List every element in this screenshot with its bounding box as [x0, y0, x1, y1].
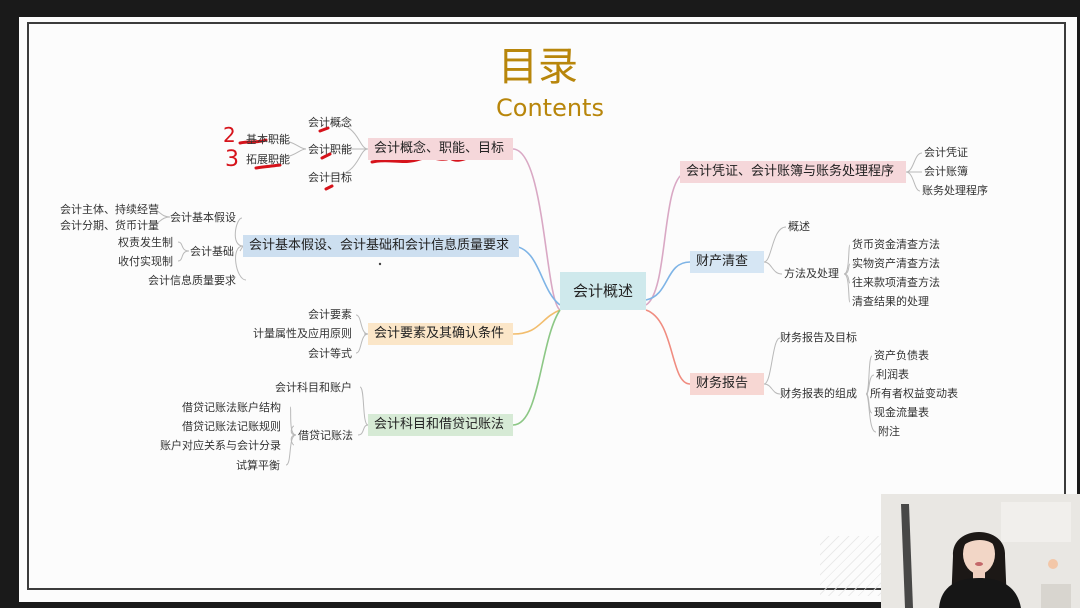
node-accrual-basis[interactable]: 权责发生制: [118, 236, 173, 249]
node-entity-going-concern[interactable]: 会计主体、持续经营: [60, 203, 159, 216]
node-result-handling[interactable]: 清查结果的处理: [852, 295, 929, 308]
node-ledger[interactable]: 会计账簿: [924, 165, 968, 178]
node-statements[interactable]: 财务报表的组成: [780, 387, 857, 400]
node-methods[interactable]: 方法及处理: [784, 267, 839, 280]
node-equation[interactable]: 会计等式: [308, 347, 352, 360]
presenter-image: [881, 494, 1080, 608]
node-voucher[interactable]: 会计凭证: [924, 146, 968, 159]
node-report-goal[interactable]: 财务报告及目标: [780, 331, 857, 344]
node-trial-balance[interactable]: 试算平衡: [236, 459, 280, 472]
node-account-structure[interactable]: 借贷记账法账户结构: [182, 401, 281, 414]
node-entry-rules[interactable]: 借贷记账法记账规则: [182, 420, 281, 433]
node-extended-function[interactable]: 拓展职能: [246, 153, 290, 166]
node-receivable-check[interactable]: 往来款项清查方法: [852, 276, 940, 289]
node-journal-entry[interactable]: 账户对应关系与会计分录: [160, 439, 281, 452]
node-process[interactable]: 账务处理程序: [922, 184, 988, 197]
node-period-currency[interactable]: 会计分期、货币计量: [60, 219, 159, 232]
topic-financial-report[interactable]: 财务报告: [690, 373, 764, 395]
node-cash-basis[interactable]: 收付实现制: [118, 255, 173, 268]
center-topic[interactable]: 会计概述: [560, 272, 646, 310]
node-cash-flow[interactable]: 现金流量表: [874, 406, 929, 419]
annotation-number-3: 3: [225, 147, 239, 172]
node-overview[interactable]: 概述: [788, 220, 810, 233]
node-concept[interactable]: 会计概念: [308, 116, 352, 129]
title-english: Contents: [496, 94, 604, 122]
node-cash-check[interactable]: 货币资金清查方法: [852, 238, 940, 251]
node-double-entry[interactable]: 借贷记账法: [298, 429, 353, 442]
node-subjects-accounts[interactable]: 会计科目和账户: [275, 381, 352, 394]
topic-accounts-double-entry[interactable]: 会计科目和借贷记账法: [368, 414, 513, 436]
topic-assumptions-basis-quality[interactable]: 会计基本假设、会计基础和会计信息质量要求: [243, 235, 519, 257]
node-info-quality[interactable]: 会计信息质量要求: [148, 274, 236, 287]
node-notes[interactable]: 附注: [878, 425, 900, 438]
node-physical-check[interactable]: 实物资产清查方法: [852, 257, 940, 270]
topic-elements-recognition[interactable]: 会计要素及其确认条件: [368, 323, 513, 345]
node-goal[interactable]: 会计目标: [308, 171, 352, 184]
node-accounting-basis[interactable]: 会计基础: [190, 245, 234, 258]
annotation-number-2: 2: [223, 123, 236, 147]
node-basic-function[interactable]: 基本职能: [246, 133, 290, 146]
topic-vouchers-books[interactable]: 会计凭证、会计账簿与账务处理程序: [680, 161, 906, 183]
node-function[interactable]: 会计职能: [308, 143, 352, 156]
node-basic-assumption[interactable]: 会计基本假设: [170, 211, 236, 224]
title-chinese: 目录: [498, 44, 578, 90]
topic-accounting-concept[interactable]: 会计概念、职能、目标: [368, 138, 513, 160]
node-elements[interactable]: 会计要素: [308, 308, 352, 321]
node-measurement[interactable]: 计量属性及应用原则: [253, 327, 352, 340]
topic-property-inventory[interactable]: 财产清查: [690, 251, 764, 273]
node-balance-sheet[interactable]: 资产负债表: [874, 349, 929, 362]
node-equity-statement[interactable]: 所有者权益变动表: [870, 387, 958, 400]
node-income-statement[interactable]: 利润表: [876, 368, 909, 381]
webcam-overlay: [881, 494, 1080, 608]
